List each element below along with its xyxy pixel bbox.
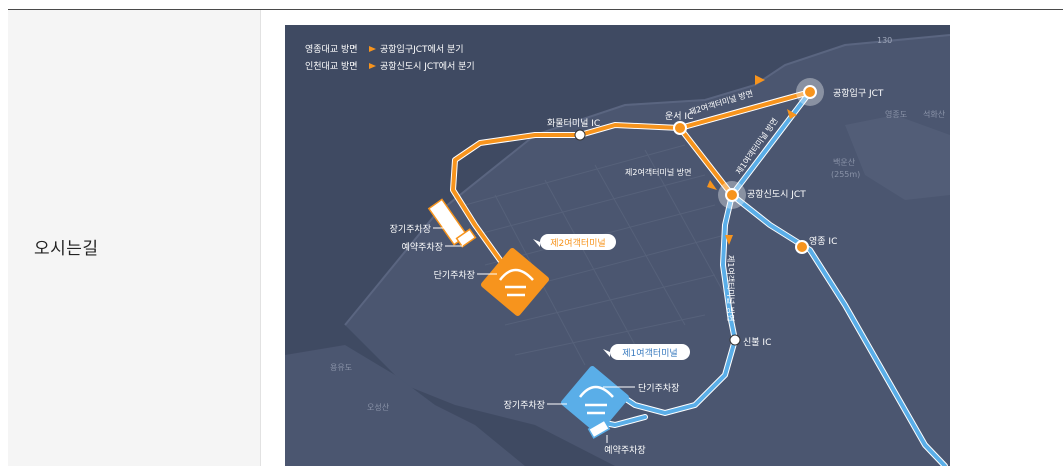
section-label: 오시는길 [34, 239, 99, 259]
directions-map: 제2여객터미널 장기주차장 예약주차장 단기주차장 제1여객터미널 단기주차장 … [285, 25, 950, 466]
direction-arrows [707, 75, 797, 245]
cargo-terminal-ic-marker[interactable] [574, 129, 586, 141]
arrow-icon [787, 109, 797, 119]
terminal1-icon [579, 385, 614, 415]
t2-short-term-parking-label: 단기주차장 [434, 269, 475, 281]
incheon-bridge-line [730, 193, 947, 466]
arrow-icon [755, 75, 765, 85]
t2-reserved-parking-label: 예약주차장 [402, 241, 443, 253]
legend-line1-to: 공항입구JCT에서 분기 [380, 43, 464, 55]
terminal1-building[interactable] [560, 365, 630, 435]
t2-long-term-parking-label: 장기주차장 [390, 223, 431, 235]
t2-link-line [678, 126, 734, 197]
airport-newtown-jct-label: 공항신도시 JCT [747, 189, 806, 200]
airport-entrance-jct-label: 공항입구 JCT [833, 87, 884, 99]
node-labels: 공항입구 JCT 공항신도시 JCT 운서 IC 화물터미널 IC 영종 IC … [547, 87, 884, 348]
cargo-terminal-ic-label: 화물터미널 IC [547, 118, 600, 129]
yeongjong-island [345, 35, 950, 466]
terminal2-badge-text: 제2여객터미널 [550, 237, 605, 249]
sinbul-ic-label: 신불 IC [743, 337, 771, 348]
coastline [344, 34, 950, 326]
place-yongyudo: 용유도 [330, 363, 352, 372]
t1-reserved-parking-label: 예약주차장 [604, 444, 645, 456]
unseo-ic-marker[interactable] [673, 121, 687, 135]
section-label-cell: 오시는길 [8, 10, 261, 466]
t1-long-term-parking-label: 장기주차장 [504, 399, 545, 411]
yeongjong-ic-marker[interactable] [795, 240, 809, 254]
top-divider [8, 9, 1063, 10]
place-yeongjongdo: 영종도 [885, 109, 907, 119]
place-seokhwasan: 석화산 [923, 109, 946, 119]
road-number-label: 130 [877, 36, 892, 45]
yeongjong-ic-label: 영종 IC [809, 236, 837, 247]
legend-line2-to: 공항신도시 JCT에서 분기 [380, 61, 475, 72]
terminal2-icon [499, 268, 534, 297]
t2-reserved-parking-shape[interactable] [455, 228, 477, 248]
terminal1-badge[interactable] [610, 344, 690, 360]
sinbul-ic-marker[interactable] [729, 334, 741, 346]
place-baekunsan: 백운산 [833, 157, 856, 167]
t1-reserved-parking-shape[interactable] [587, 419, 611, 439]
terminal2-facilities: 제2여객터미널 장기주차장 예약주차장 단기주차장 [390, 198, 616, 317]
map-legend: 영종대교 방면 공항입구JCT에서 분기 인천대교 방면 공항신도시 JCT에서… [305, 43, 475, 72]
map-svg: 제2여객터미널 장기주차장 예약주차장 단기주차장 제1여객터미널 단기주차장 … [285, 25, 950, 466]
arrow-icon [707, 180, 717, 190]
legend-line1-from: 영종대교 방면 [305, 44, 358, 55]
legend-arrow-icon [369, 63, 376, 69]
route-label-t1-vertical: 제1여객터미널 방면 [726, 255, 736, 322]
arrow-icon [725, 235, 733, 245]
airport-newtown-jct-marker[interactable] [725, 188, 739, 202]
place-names: 영종도 백운산 (255m) 석화산 용유도 오성산 130 [330, 36, 946, 412]
route-label-t2-lower: 제2여객터미널 방면 [625, 167, 692, 177]
t2-route-line [451, 90, 812, 282]
terminal2-route [450, 89, 813, 283]
terminal1-facilities: 제1여객터미널 단기주차장 장기주차장 예약주차장 [504, 344, 690, 456]
yongyu-island [285, 345, 525, 466]
legend-line2-from: 인천대교 방면 [305, 61, 358, 72]
badge-pointer [533, 239, 540, 247]
terminal1-badge-text: 제1여객터미널 [622, 347, 677, 359]
airport-entrance-jct-marker[interactable] [803, 85, 817, 99]
hill-area [845, 115, 950, 200]
terminal2-building[interactable] [480, 247, 550, 317]
place-baekunsan-height: (255m) [831, 170, 860, 179]
t1-short-term-parking-label: 단기주차장 [638, 382, 679, 394]
terminal2-badge[interactable] [540, 234, 616, 250]
unseo-ic-label: 운서 IC [665, 111, 693, 122]
place-oseongsan: 오성산 [367, 402, 390, 412]
legend-arrow-icon [369, 46, 376, 52]
badge-pointer [603, 349, 610, 357]
